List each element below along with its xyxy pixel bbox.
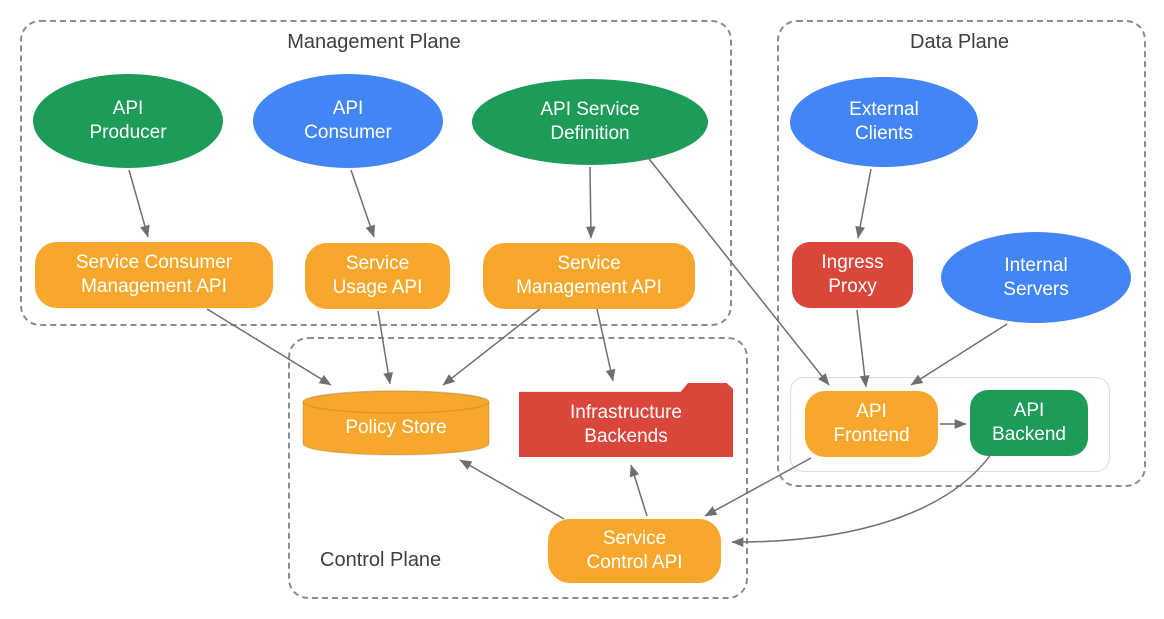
node-service-consumer-management-api: Service Consumer Management API: [35, 242, 273, 308]
node-ingress-proxy: Ingress Proxy: [792, 242, 913, 308]
control-plane-title: Control Plane: [320, 549, 442, 571]
node-api-backend: API Backend: [970, 390, 1088, 456]
node-service-management-api: Service Management API: [483, 243, 695, 309]
policy-store-cylinder-shape: [302, 390, 490, 456]
node-service-usage-api: Service Usage API: [305, 243, 450, 309]
node-api-consumer: API Consumer: [253, 74, 443, 168]
node-infrastructure-backends: Infrastructure Backends: [519, 383, 733, 457]
node-policy-store: Policy Store: [345, 416, 447, 438]
node-api-producer: API Producer: [33, 74, 223, 168]
node-service-control-api: Service Control API: [548, 519, 721, 583]
management-plane-title: Management Plane: [287, 31, 461, 53]
node-api-service-definition: API Service Definition: [472, 79, 708, 165]
node-api-frontend: API Frontend: [805, 391, 938, 457]
data-plane-title: Data Plane: [910, 31, 1009, 53]
node-external-clients: External Clients: [790, 77, 978, 167]
node-internal-servers: Internal Servers: [941, 232, 1131, 323]
